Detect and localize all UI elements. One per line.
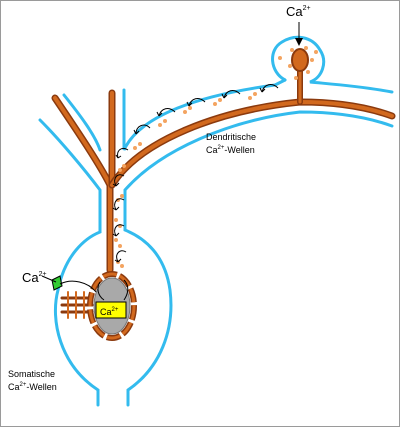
ca-label-top: Ca2+ xyxy=(286,4,311,19)
nucleus xyxy=(87,271,137,341)
somatic-waves-subtitle: Ca2+-Wellen xyxy=(8,382,57,392)
ca-influx-arrow-left xyxy=(41,275,57,283)
nucleus-arrows xyxy=(97,279,129,301)
cell-membrane xyxy=(38,35,394,407)
dendritic-waves-subtitle: Ca2+-Wellen xyxy=(206,145,255,155)
calcium-channel xyxy=(51,275,63,291)
spine-er-bulb xyxy=(291,48,309,72)
wave-arrows xyxy=(112,84,279,263)
dendritic-waves-title: Dendritische xyxy=(206,132,256,142)
ca-label-left: Ca2+ xyxy=(22,270,47,285)
calcium-granules xyxy=(114,46,318,268)
somatic-waves-title: Somatische xyxy=(8,369,55,379)
ca-label-nucleus: Ca2+ xyxy=(100,307,119,317)
